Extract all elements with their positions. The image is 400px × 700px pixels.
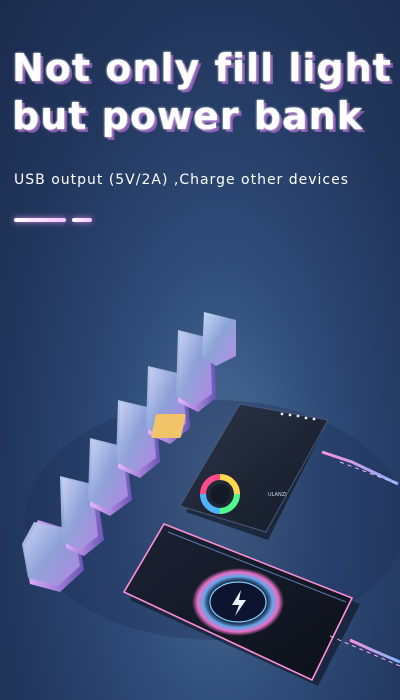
lightning-bolt-icon	[232, 590, 246, 616]
decorative-dash-long	[14, 218, 66, 222]
indicator-dots	[280, 412, 316, 421]
usb-cable-phone	[349, 638, 400, 664]
headline-line-2: but power bank	[12, 94, 363, 138]
headline-line-1: Not only fill light	[12, 46, 392, 90]
smartphone	[122, 523, 400, 686]
letter-i	[176, 312, 236, 412]
decorative-dash-short	[72, 218, 92, 222]
headline: Not only fill light but power bank	[12, 44, 392, 140]
color-wheel-icon	[200, 474, 240, 514]
device-brand-label: ULANZI	[268, 492, 287, 498]
subline: USB output (5V/2A) ,Charge other devices	[14, 172, 350, 188]
usb-cable-device	[321, 450, 399, 486]
device-screen	[151, 414, 186, 438]
fill-light-device: ULANZI	[151, 403, 399, 540]
